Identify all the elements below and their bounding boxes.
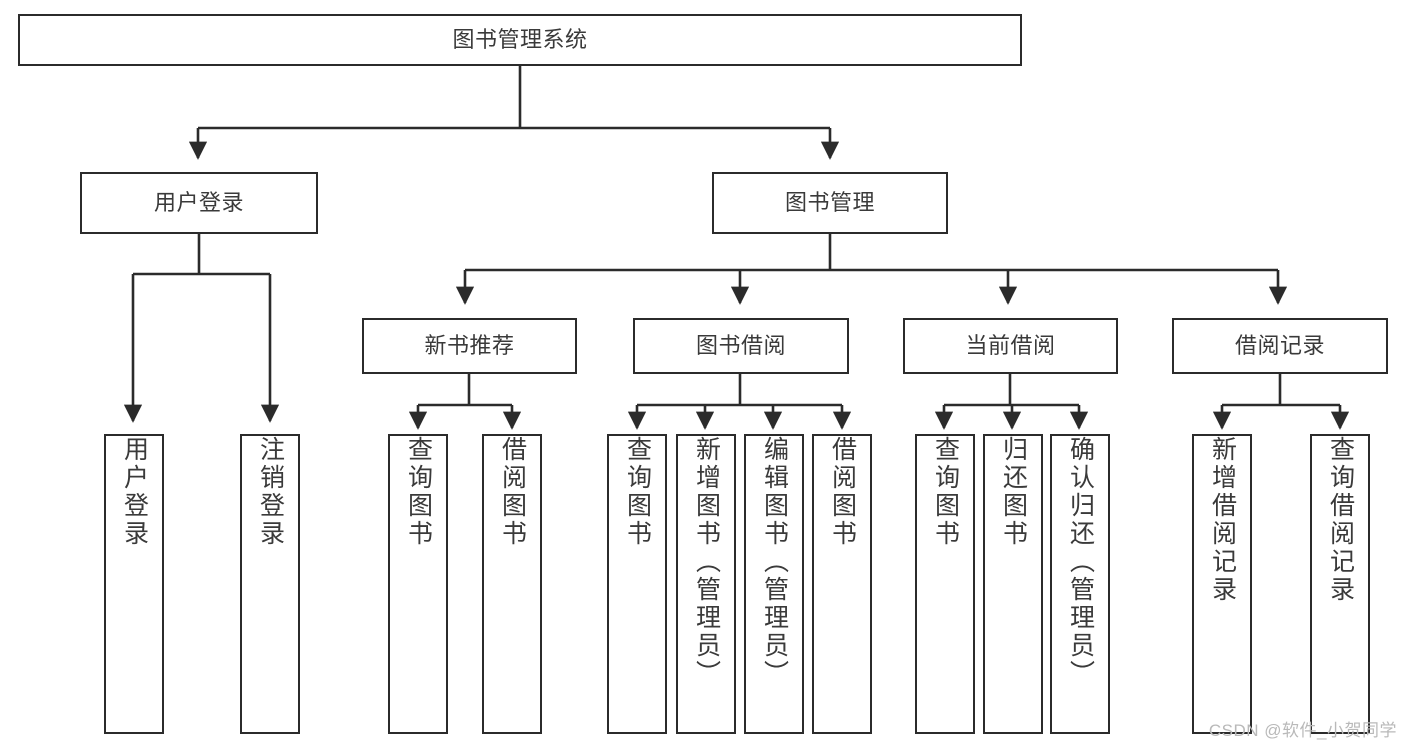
leaf-recommend-borrow-book-label: 借阅图书 (498, 436, 527, 548)
leaf-borrow-borrow-book[interactable]: 借阅图书 (812, 434, 872, 734)
leaf-user-login-signin[interactable]: 用户登录 (104, 434, 164, 734)
leaf-recommend-query-book[interactable]: 查询图书 (388, 434, 448, 734)
node-new-book-recommend[interactable]: 新书推荐 (362, 318, 577, 374)
node-current-borrow-label: 当前借阅 (965, 333, 1056, 359)
leaf-current-return-book[interactable]: 归还图书 (983, 434, 1043, 734)
leaf-records-add-record-label: 新增借阅记录 (1208, 436, 1237, 604)
leaf-borrow-edit-book-label: 编辑图书（管理员） (760, 436, 789, 688)
node-borrow-records-label: 借阅记录 (1234, 333, 1325, 359)
leaf-records-add-record[interactable]: 新增借阅记录 (1192, 434, 1252, 734)
node-book-borrow-label: 图书借阅 (695, 333, 786, 359)
leaf-borrow-query-book-label: 查询图书 (623, 436, 652, 548)
leaf-current-return-book-label: 归还图书 (999, 436, 1028, 548)
leaf-current-confirm-return-label: 确认归还（管理员） (1066, 436, 1095, 688)
node-book-management[interactable]: 图书管理 (712, 172, 948, 234)
node-user-login-label: 用户登录 (153, 190, 244, 216)
node-user-login[interactable]: 用户登录 (80, 172, 318, 234)
node-book-management-label: 图书管理 (784, 190, 875, 216)
leaf-borrow-add-book[interactable]: 新增图书（管理员） (676, 434, 736, 734)
node-book-borrow[interactable]: 图书借阅 (633, 318, 849, 374)
node-root[interactable]: 图书管理系统 (18, 14, 1022, 66)
node-new-book-recommend-label: 新书推荐 (424, 333, 515, 359)
leaf-user-login-signout[interactable]: 注销登录 (240, 434, 300, 734)
node-current-borrow[interactable]: 当前借阅 (903, 318, 1118, 374)
leaf-user-login-signin-label: 用户登录 (120, 436, 149, 548)
leaf-current-query-book-label: 查询图书 (931, 436, 960, 548)
leaf-borrow-borrow-book-label: 借阅图书 (828, 436, 857, 548)
leaf-recommend-query-book-label: 查询图书 (404, 436, 433, 548)
node-borrow-records[interactable]: 借阅记录 (1172, 318, 1388, 374)
leaf-records-query-record-label: 查询借阅记录 (1326, 436, 1355, 604)
leaf-current-confirm-return[interactable]: 确认归还（管理员） (1050, 434, 1110, 734)
leaf-user-login-signout-label: 注销登录 (256, 436, 285, 548)
leaf-borrow-edit-book[interactable]: 编辑图书（管理员） (744, 434, 804, 734)
leaf-records-query-record[interactable]: 查询借阅记录 (1310, 434, 1370, 734)
leaf-borrow-add-book-label: 新增图书（管理员） (692, 436, 721, 688)
leaf-recommend-borrow-book[interactable]: 借阅图书 (482, 434, 542, 734)
node-root-label: 图书管理系统 (452, 27, 588, 53)
leaf-current-query-book[interactable]: 查询图书 (915, 434, 975, 734)
leaf-borrow-query-book[interactable]: 查询图书 (607, 434, 667, 734)
watermark-label: CSDN @软件_小贺同学 (1208, 721, 1397, 740)
